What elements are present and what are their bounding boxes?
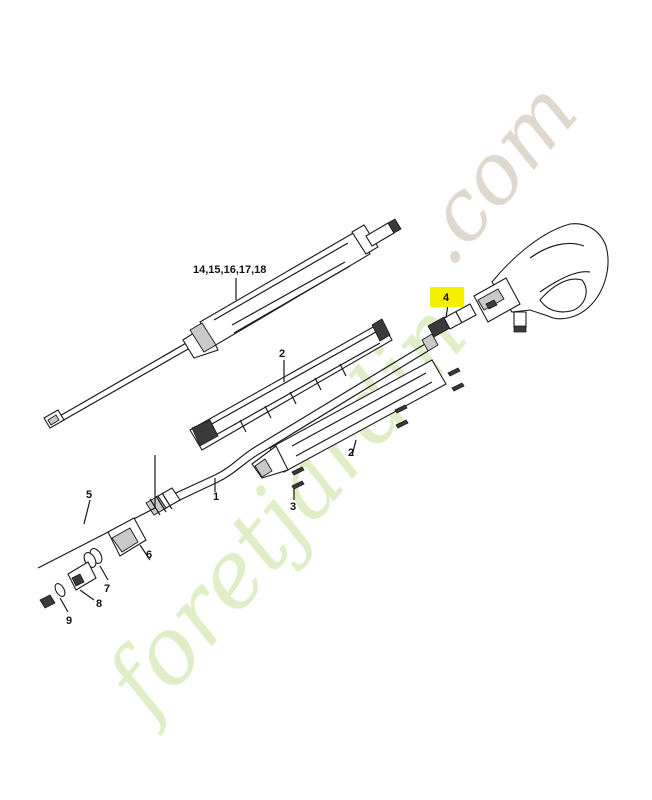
coupling-nipple xyxy=(427,303,477,338)
watermark: .com foretjardin xyxy=(81,64,596,739)
half-shell-upper xyxy=(189,318,393,451)
callout-9: 9 xyxy=(66,615,72,627)
nozzle-cluster xyxy=(37,455,156,613)
callout-6: 6 xyxy=(146,549,152,561)
callouts: 14,15,16,17,18 2 4 2 1 3 5 6 7 8 9 xyxy=(66,264,464,627)
screw-set xyxy=(291,367,465,490)
callout-5: 5 xyxy=(86,489,92,501)
half-shell-lower xyxy=(251,359,465,490)
callout-8: 8 xyxy=(96,598,102,610)
trigger-gun xyxy=(473,223,609,333)
leader-lines xyxy=(83,278,449,525)
callout-3: 3 xyxy=(290,501,296,513)
callout-4: 4 xyxy=(443,292,450,304)
callout-4-highlight xyxy=(430,287,464,307)
callout-2-lower: 2 xyxy=(348,447,354,459)
callout-2-upper: 2 xyxy=(279,348,285,360)
callout-1: 1 xyxy=(213,491,219,503)
callout-14-18: 14,15,16,17,18 xyxy=(193,264,266,276)
callout-7: 7 xyxy=(104,583,110,595)
lance-assembly-upper xyxy=(43,218,402,429)
